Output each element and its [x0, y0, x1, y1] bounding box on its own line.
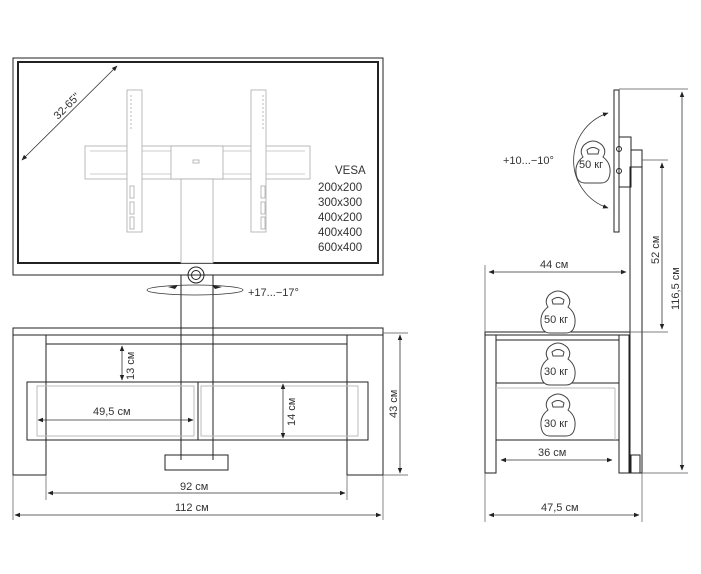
height-label: 43 см	[388, 390, 400, 418]
tilt-label: +10...−10°	[503, 155, 554, 167]
bottom-shelf-load: 30 кг	[544, 418, 568, 430]
middle-shelf-load: 30 кг	[544, 366, 568, 378]
top-shelf	[12, 327, 384, 336]
pole-base	[164, 454, 229, 471]
diagonal-label: 32-65"	[52, 91, 83, 122]
inner-depth-label: 36 см	[538, 447, 566, 459]
total-height-label: 116,5 см	[670, 267, 682, 310]
vesa-bracket	[84, 89, 311, 264]
shelf-gap-label: 13 см	[125, 352, 137, 380]
drawer-width-label: 49,5 см	[93, 406, 131, 418]
swivel-arrow	[146, 284, 244, 296]
vesa-size: 300x300	[318, 197, 362, 209]
tv-side	[613, 89, 620, 233]
tv-frame	[12, 57, 384, 276]
vesa-title: VESA	[335, 165, 366, 177]
side-view: +10...−10° 50 кг 50 кг 30 кг 30 кг 44 см…	[484, 88, 688, 522]
vesa-size: 400x400	[318, 227, 362, 239]
top-shelf-load: 50 кг	[544, 314, 568, 326]
shelf-depth-label: 44 см	[540, 259, 568, 271]
diagonal-arrow	[21, 65, 118, 161]
front-view: 32-65" VESA 200x200 300x300 400x200 400x…	[12, 57, 408, 520]
inner-width-label: 92 см	[180, 481, 208, 493]
swivel-knob	[187, 266, 205, 284]
side-pole	[629, 166, 643, 474]
vesa-size: 600x400	[318, 242, 362, 254]
total-depth-label: 47,5 см	[541, 502, 579, 514]
left-leg	[12, 334, 47, 476]
mount-load: 50 кг	[579, 159, 603, 171]
right-leg	[346, 334, 384, 476]
drawer-height-label: 14 см	[286, 398, 298, 426]
tilt-bracket	[618, 136, 632, 188]
vesa-size: 200x200	[318, 182, 362, 194]
total-width-label: 112 см	[175, 502, 209, 514]
mount-height-label: 52 см	[650, 236, 662, 264]
swivel-label: +17...−17°	[248, 287, 299, 299]
vesa-size: 400x200	[318, 212, 362, 224]
tilt-arrow	[573, 112, 609, 209]
